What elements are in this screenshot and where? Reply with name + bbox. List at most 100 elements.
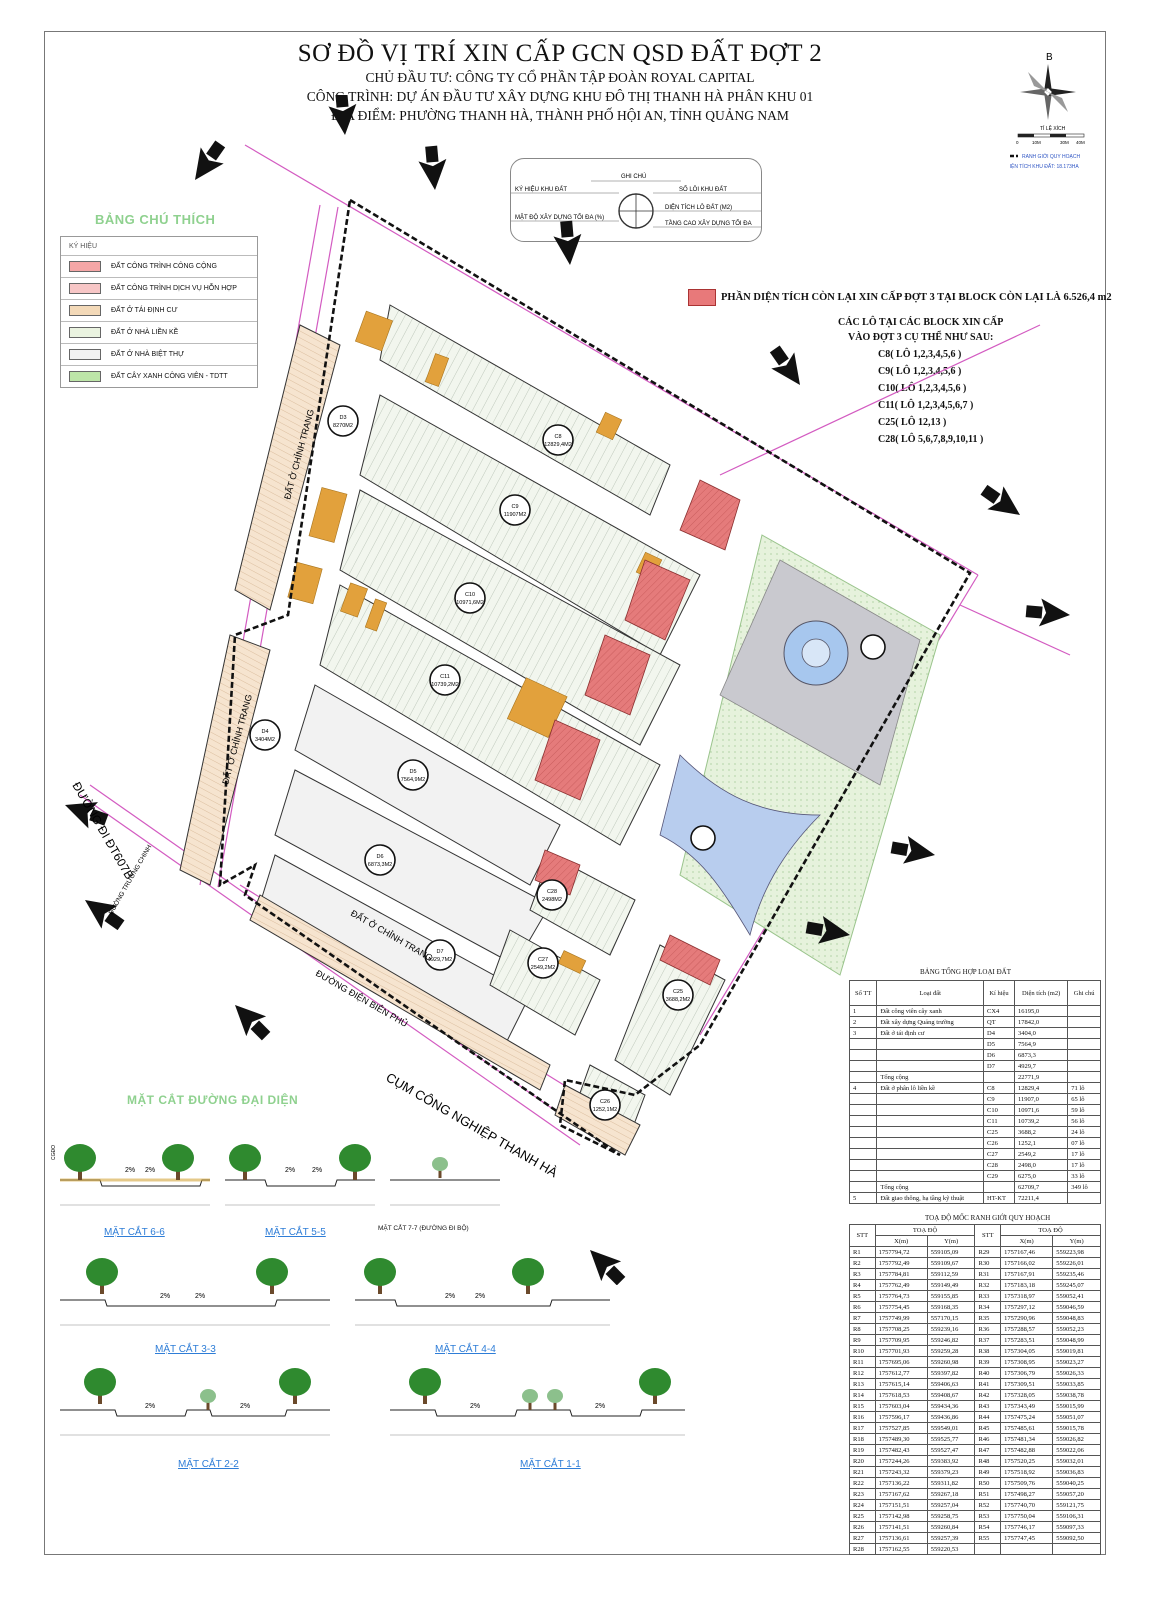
table-cell: [876, 1170, 985, 1182]
table-cell: 1757701,93: [874, 1345, 928, 1357]
table-cell: 1757166,02: [1000, 1257, 1054, 1269]
table-cell: 559057,20: [1052, 1488, 1101, 1500]
slope-label: 2%: [160, 1293, 170, 1300]
table-cell: D5: [983, 1038, 1015, 1050]
slope-label: 2%: [195, 1293, 205, 1300]
table-cell: R52: [974, 1499, 1002, 1511]
scale-tick-2: 30M: [1060, 140, 1069, 145]
table-cell: 3404,0: [1013, 1027, 1069, 1039]
annotation-key-box: GHI CHÚ KÝ HIỆU KHU ĐẤT MẬT ĐỘ XÂY DỰNG …: [510, 158, 762, 242]
table-cell: 557170,15: [926, 1312, 976, 1324]
section-label-4-4: MẶT CẮT 4-4: [435, 1344, 496, 1355]
parcel-name: D4: [261, 729, 268, 735]
table-cell: 1757764,73: [874, 1290, 928, 1302]
parcel-area: 1252,1M2: [593, 1107, 617, 1113]
table-cell: R36: [974, 1323, 1002, 1335]
table-cell: 1757183,18: [1000, 1279, 1054, 1291]
parcel-name: C11: [440, 674, 450, 680]
table-cell: R10: [849, 1345, 876, 1357]
table-cell: 1757762,49: [874, 1279, 928, 1291]
table-cell: 1757794,72: [874, 1246, 928, 1258]
table-header: Ghi chú: [1067, 980, 1101, 1006]
table-cell: R39: [974, 1356, 1002, 1368]
table-cell: R33: [974, 1290, 1002, 1302]
table-cell: Tổng cộng: [876, 1071, 985, 1083]
table-cell: 56 lô: [1067, 1115, 1101, 1127]
north-label: B: [1046, 52, 1053, 63]
parcel-area: 6873,3M2: [368, 862, 392, 868]
legend-label: ĐẤT Ở TÁI ĐỊNH CƯ: [111, 307, 178, 314]
table-cell: R2: [849, 1257, 876, 1269]
table-cell: D4: [983, 1027, 1015, 1039]
table-cell: 1757750,04: [1000, 1510, 1054, 1522]
table-cell: C11: [983, 1115, 1015, 1127]
table-header-row: X(m) Y(m) X(m) Y(m): [850, 1235, 1101, 1247]
table-cell: 33 lô: [1067, 1170, 1101, 1182]
scale-tick-1: 10M: [1032, 140, 1041, 145]
legend-label: ĐẤT Ở NHÀ BIỆT THỰ: [111, 351, 185, 358]
table-cell: [848, 1115, 878, 1127]
table-cell: 559379,23: [926, 1466, 976, 1478]
investor-line: CHỦ ĐẦU TƯ: CÔNG TY CỔ PHẦN TẬP ĐOÀN ROY…: [365, 70, 755, 85]
table-cell: [876, 1159, 985, 1171]
boundary-label: RANH GIỚI QUY HOẠCH: [1022, 153, 1080, 160]
table-cell: 1757343,49: [1000, 1400, 1054, 1412]
table-cell: 1757308,95: [1000, 1356, 1054, 1368]
table-cell: 559109,67: [926, 1257, 976, 1269]
table-cell: 1757746,17: [1000, 1521, 1054, 1533]
table-cell: 559397,82: [926, 1367, 976, 1379]
table-cell: 1757283,51: [1000, 1334, 1054, 1346]
table-cell: 1757695,06: [874, 1356, 928, 1368]
table-cell: R15: [849, 1400, 876, 1412]
table-cell: R41: [974, 1378, 1002, 1390]
table-cell: 559022,06: [1052, 1444, 1101, 1456]
table-cell: C27: [983, 1148, 1015, 1160]
table-cell: 1757481,34: [1000, 1433, 1054, 1445]
legend-title: BẢNG CHÚ THÍCH: [95, 212, 216, 227]
table-cell: 559258,75: [926, 1510, 976, 1522]
title-block: SƠ ĐỒ VỊ TRÍ XIN CẤP GCN QSD ĐẤT ĐỢT 2 C…: [240, 40, 880, 125]
section-label-3-3: MẶT CẮT 3-3: [155, 1344, 216, 1355]
table-cell: 559246,82: [926, 1334, 976, 1346]
table-subheader: Y(m): [1052, 1235, 1101, 1247]
table-cell: 62709,7: [1013, 1181, 1069, 1193]
table-cell: R55: [974, 1532, 1002, 1544]
legend-label: ĐẤT CÂY XANH CÔNG VIÊN - TDTT: [111, 373, 228, 380]
table-cell: 1757509,76: [1000, 1477, 1054, 1489]
table-cell: C10: [983, 1104, 1015, 1116]
parcel-name: C27: [538, 957, 548, 963]
section-label-1-1: MẶT CẮT 1-1: [520, 1459, 581, 1470]
parcel-area: 7564,9M2: [401, 777, 425, 783]
table-cell: 559406,63: [926, 1378, 976, 1390]
legend-swatch: [69, 283, 101, 294]
parcel-name: C28: [547, 889, 557, 895]
legend-label: ĐẤT CÔNG TRÌNH DỊCH VỤ HỖN HỢP: [111, 285, 237, 292]
slope-label: 2%: [285, 1167, 295, 1174]
table-cell: 1757141,51: [874, 1521, 928, 1533]
table-cell: [876, 1126, 985, 1138]
slope-label: 2%: [125, 1167, 135, 1174]
table-cell: R50: [974, 1477, 1002, 1489]
table-cell: 22771,9: [1013, 1071, 1069, 1083]
parcel-area: 11907M2: [504, 512, 527, 518]
table-subheader: Y(m): [926, 1235, 976, 1247]
table-cell: 1757475,24: [1000, 1411, 1054, 1423]
table-cell: R45: [974, 1422, 1002, 1434]
table-cell: 2: [848, 1016, 878, 1028]
